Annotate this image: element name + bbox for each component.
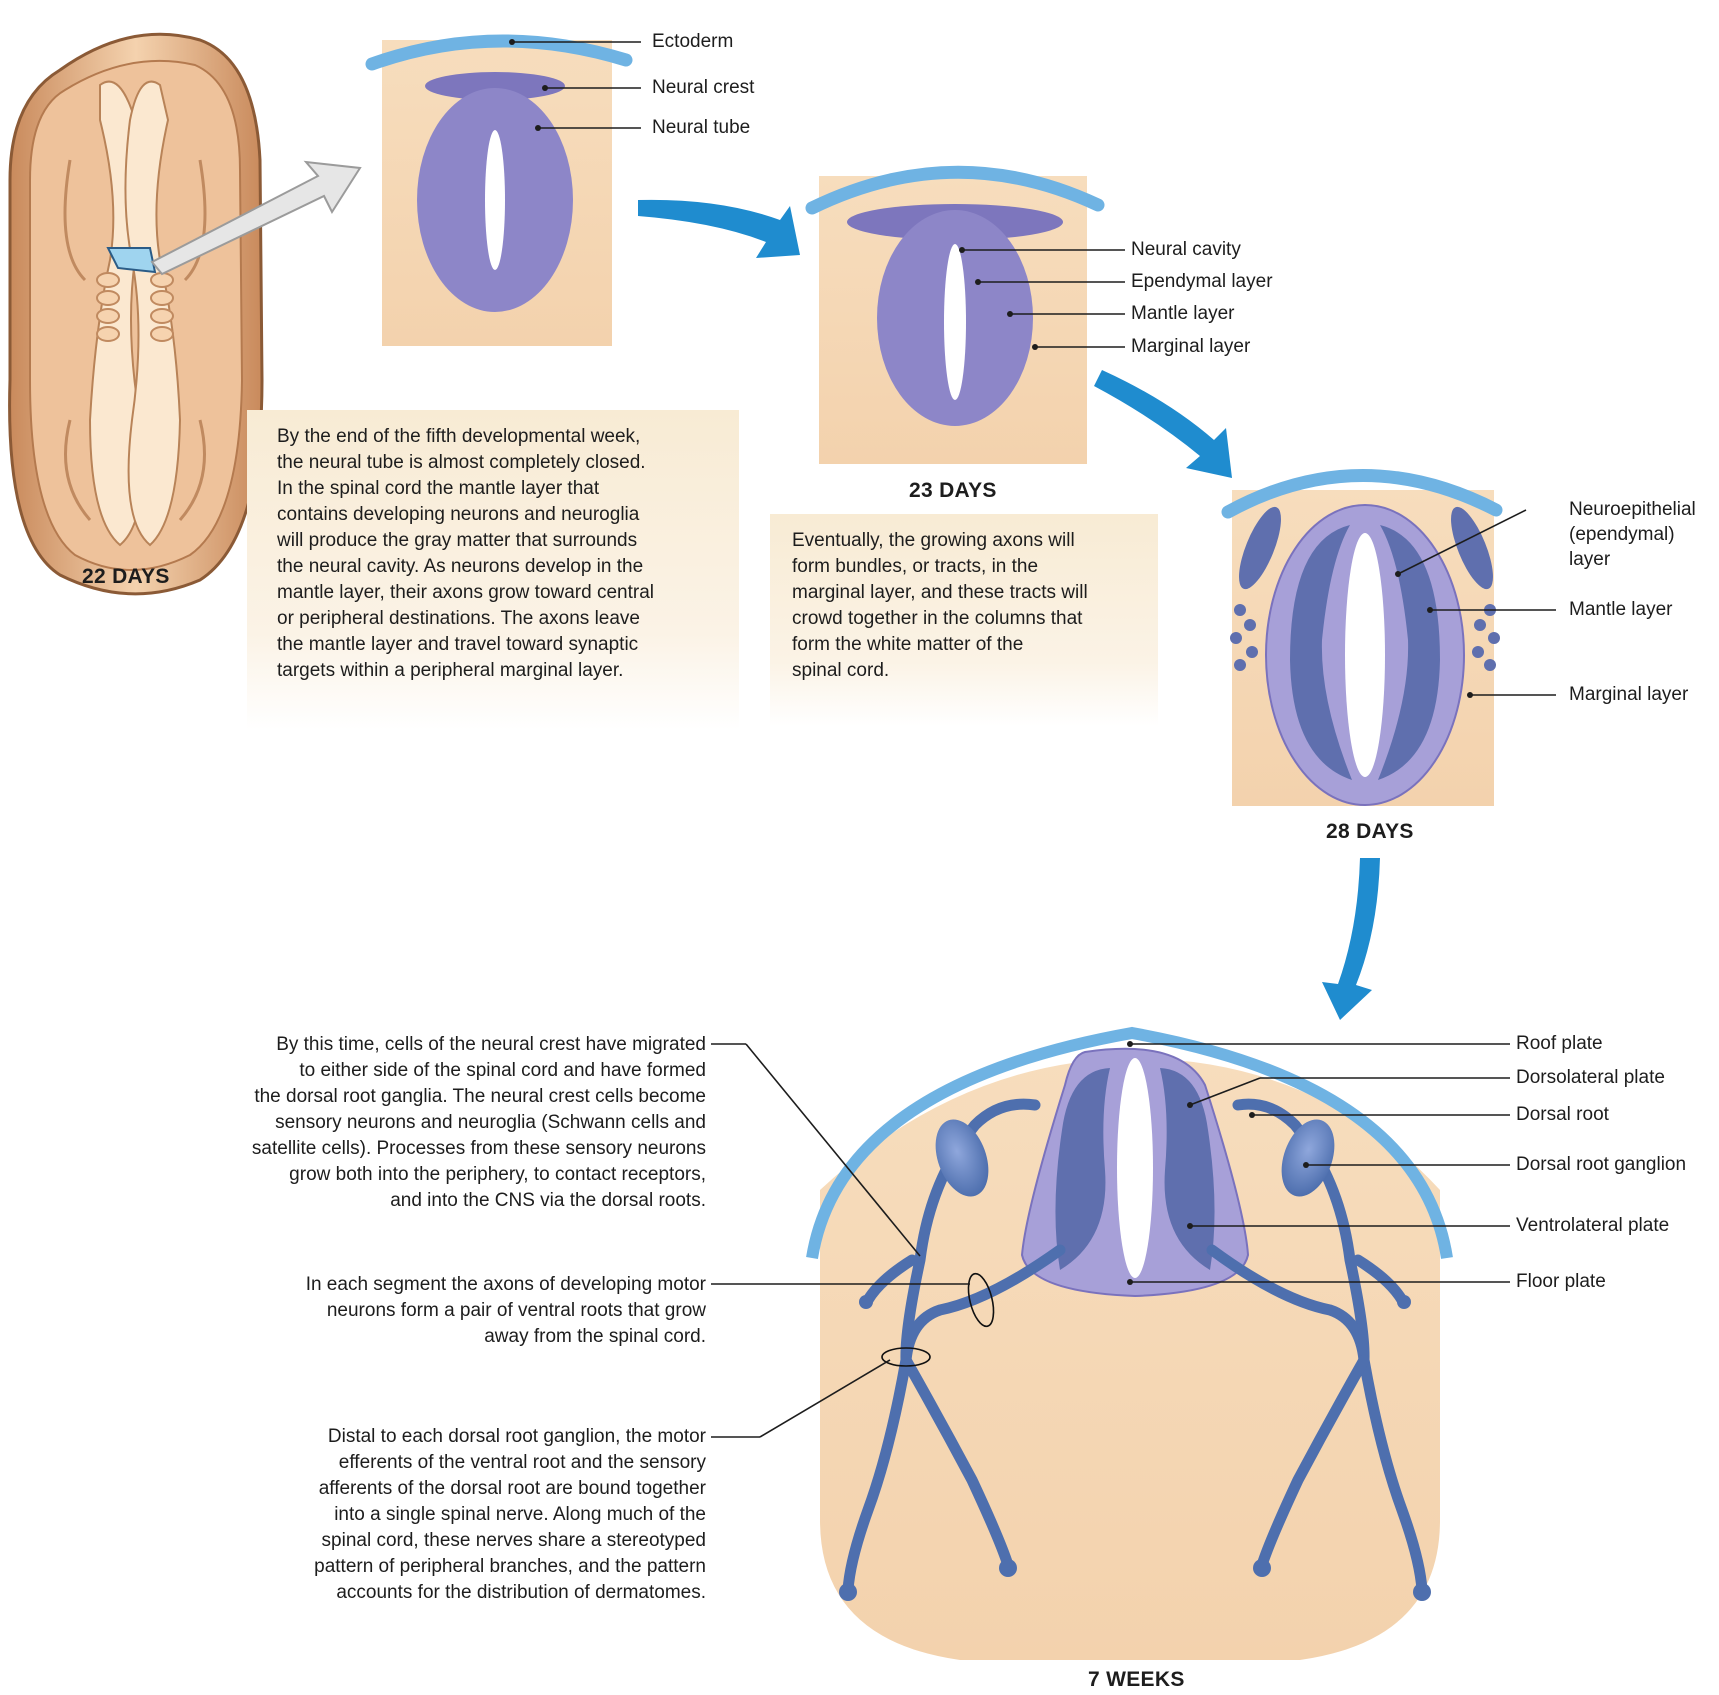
label-neuroepithelial-line2: (ependymal) [1569,524,1675,546]
label-mantle-layer-23: Mantle layer [1131,303,1235,325]
stage-title-22-days: 22 DAYS [82,565,170,589]
label-neural-crest: Neural crest [652,77,754,99]
paragraph-eventually: Eventually, the growing axons will form … [792,528,1088,684]
label-dorsolateral-plate: Dorsolateral plate [1516,1067,1665,1089]
label-neuroepithelial-line3: layer [1569,549,1610,571]
label-marginal-layer-23: Marginal layer [1131,336,1250,358]
label-neuroepithelial-line1: Neuroepithelial [1569,499,1696,521]
section-23-days [812,172,1098,464]
label-neural-cavity: Neural cavity [1131,239,1241,261]
note-spinal-nerve: Distal to each dorsal root ganglion, the… [314,1424,706,1606]
text-box-fifth-week: By the end of the fifth developmental we… [247,410,739,730]
note-neural-crest-migration: By this time, cells of the neural crest … [252,1032,706,1214]
label-floor-plate: Floor plate [1516,1271,1606,1293]
stage-title-28-days: 28 DAYS [1326,820,1414,844]
note-ventral-roots: In each segment the axons of developing … [306,1272,706,1350]
label-dorsal-root: Dorsal root [1516,1104,1609,1126]
label-ependymal-layer: Ependymal layer [1131,271,1273,293]
stage-title-7-weeks: 7 WEEKS [1088,1668,1185,1692]
label-marginal-layer-28: Marginal layer [1569,684,1688,706]
paragraph-fifth-week: By the end of the fifth developmental we… [277,424,654,684]
section-7-weeks [812,1033,1447,1660]
section-neural-tube [372,40,626,346]
section-28-days [1228,475,1501,806]
label-ventrolateral-plate: Ventrolateral plate [1516,1215,1669,1237]
label-ectoderm: Ectoderm [652,31,733,53]
text-box-eventually: Eventually, the growing axons will form … [770,514,1158,726]
label-mantle-layer-28: Mantle layer [1569,599,1673,621]
label-neural-tube: Neural tube [652,117,750,139]
stage-title-23-days: 23 DAYS [909,479,997,503]
label-roof-plate: Roof plate [1516,1033,1603,1055]
embryo-22-days [10,34,262,594]
label-dorsal-root-ganglion: Dorsal root ganglion [1516,1154,1686,1176]
